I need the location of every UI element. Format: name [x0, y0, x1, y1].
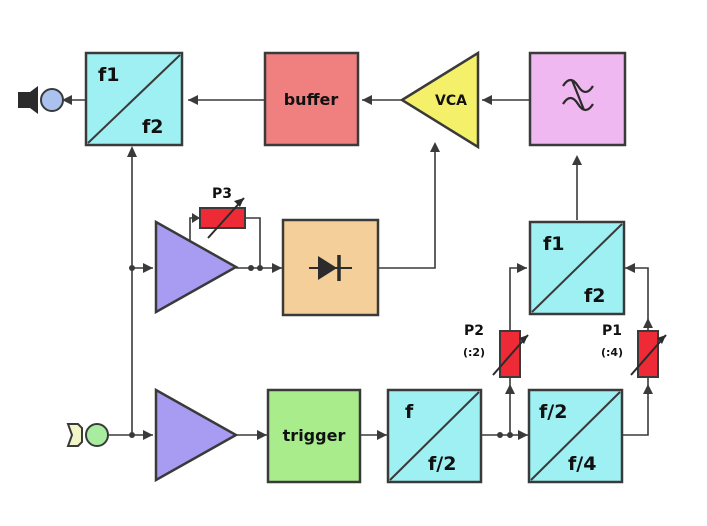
arrow-into-p2 — [505, 384, 515, 394]
arrow-into-upper-amp — [143, 263, 153, 273]
rectifier-block — [281, 218, 380, 317]
trigger-block: trigger — [266, 388, 362, 484]
diode-icon — [309, 255, 352, 281]
lowpass-filter-icon — [562, 78, 594, 112]
top-divider-in-label: f1 — [98, 64, 120, 86]
arrow-into-trigger — [257, 430, 267, 440]
arrow-p3-in — [192, 213, 200, 223]
divider-half-quarter: f/2 f/4 — [527, 388, 624, 484]
arrow-into-div-a — [377, 430, 387, 440]
p3-potentiometer: P3 — [199, 186, 246, 239]
div-b-out-label: f/4 — [568, 453, 596, 475]
p3-label: P3 — [212, 186, 232, 202]
p2-label: P2 — [464, 323, 484, 339]
p2-ratio: (:2) — [463, 346, 485, 359]
arrow-into-input-amp — [143, 430, 153, 440]
buffer-block: buffer — [263, 51, 360, 147]
arrow-into-div-b — [518, 430, 528, 440]
input-amplifier — [154, 387, 239, 483]
arrow-p1-to-divider — [643, 318, 653, 328]
arrow-into-p1 — [643, 384, 653, 394]
arrows — [62, 95, 653, 440]
div-b-in-label: f/2 — [539, 401, 567, 423]
arrow-into-mid-divider-right — [625, 263, 635, 273]
p1-label: P1 — [602, 323, 622, 339]
trigger-label: trigger — [283, 426, 346, 445]
filter-block — [528, 51, 627, 147]
arrow-into-mid-divider-left — [517, 263, 527, 273]
vca-block: VCA — [399, 50, 480, 150]
upper-amplifier — [154, 219, 239, 315]
arrow-into-top-divider — [127, 146, 137, 157]
input-jack — [66, 423, 109, 447]
mid-divider-in-label: f1 — [543, 233, 565, 255]
arrow-into-filter — [572, 155, 582, 165]
p2-potentiometer: P2 (:2) — [463, 323, 529, 378]
div-a-out-label: f/2 — [428, 453, 456, 475]
top-divider-out-label: f2 — [142, 116, 164, 138]
vca-label: VCA — [435, 93, 467, 109]
arrow-into-vca-control — [430, 142, 440, 152]
p1-ratio: (:4) — [601, 346, 623, 359]
top-frequency-divider: f1 f2 — [84, 51, 184, 147]
arrow-into-rectifier — [272, 263, 282, 273]
junction-dots — [129, 265, 513, 438]
arrow-into-vca — [482, 95, 492, 105]
arrow-into-buffer — [362, 95, 372, 105]
output-jack — [18, 86, 64, 114]
p1-potentiometer: P1 (:4) — [601, 323, 667, 378]
divider-f-half: f f/2 — [386, 388, 483, 484]
mid-divider-out-label: f2 — [584, 285, 606, 307]
arrow-into-top-divider-right — [188, 95, 198, 105]
mid-frequency-divider: f1 f2 — [528, 220, 626, 316]
arrow-into-output-jack — [62, 95, 72, 105]
div-a-in-label: f — [405, 401, 414, 423]
buffer-label: buffer — [284, 90, 339, 109]
